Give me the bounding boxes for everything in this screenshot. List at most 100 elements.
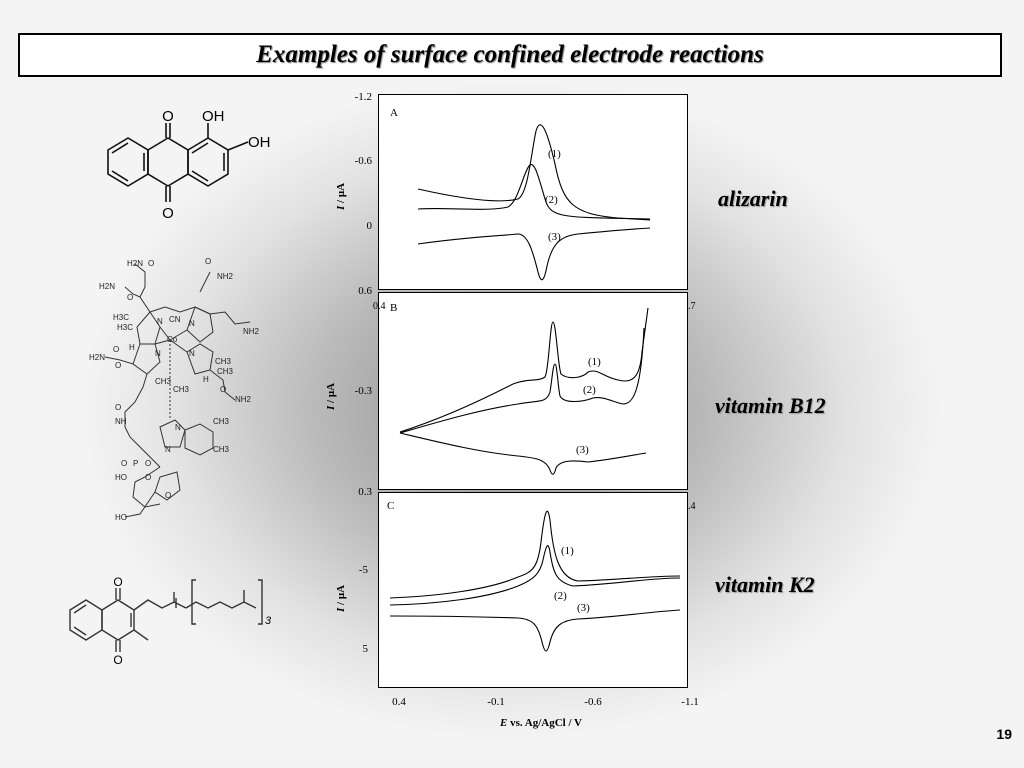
k2-subscript: 3 (265, 615, 272, 627)
b12-atom-17: N (189, 349, 195, 358)
b12-atom-20: CH3 (215, 357, 232, 366)
b12-atom-32: O (121, 459, 127, 468)
c-ytick-1: -5 (359, 564, 369, 576)
curve-a-2-label: (2) (545, 194, 558, 206)
b12-atom-7: H3C (117, 323, 133, 332)
b12-atom-35: HO (115, 473, 127, 482)
curve-c-1-label: (1) (561, 545, 574, 557)
c-ylabel: I / μA (335, 585, 347, 613)
b12-atom-16: N (155, 349, 161, 358)
b12-atom-28: N (175, 423, 181, 432)
b12-atom-23: CH3 (173, 385, 190, 394)
curve-a-3-label: (3) (548, 231, 561, 243)
b12-atom-24: O (220, 385, 226, 394)
b12-atom-15: H2N (89, 353, 105, 362)
b12-atom-18: O (115, 361, 121, 370)
cv-panel-b-plot: B (1) (2) (3) (378, 292, 688, 490)
cv-panel-a-plot: A (1) (2) (3) (378, 94, 688, 290)
b12-atom-34: O (145, 459, 151, 468)
b-ylabel: I / μA (325, 383, 337, 411)
curve-b-2-label: (2) (583, 384, 596, 396)
cv-panel-a: A (1) (2) (3) (378, 94, 688, 290)
curve-b-2 (399, 327, 645, 434)
curve-b-1-label: (1) (588, 356, 601, 368)
b12-atom-33: P (133, 459, 138, 468)
cv-panel-c: C (1) (2) (3) (378, 492, 688, 688)
b12-atom-12: Co (167, 335, 178, 344)
b12-atom-0: H2N (127, 259, 143, 268)
xtick-1: 0.4 (392, 696, 406, 708)
xtick-4: -1.1 (681, 696, 698, 708)
a-ytick-4: 0.6 (358, 285, 372, 297)
a-ytick-3: 0 (367, 220, 373, 232)
curve-b-3-label: (3) (576, 444, 589, 456)
b12-atom-30: N (165, 445, 171, 454)
b12-atom-5: O (127, 293, 133, 302)
cv-panel-b: B (1) (2) (3) (378, 292, 688, 490)
b-ytick-1: -0.3 (355, 385, 373, 397)
label-vitamin-b12: vitamin B12 (715, 393, 826, 418)
cv-panel-c-plot: C (1) (2) (3) (378, 492, 688, 688)
b12-atom-3: NH2 (217, 272, 234, 281)
alizarin-oh-1: OH (202, 108, 225, 125)
b12-atom-10: N (189, 319, 195, 328)
b12-atom-4: H2N (99, 282, 115, 291)
b12-atom-8: N (157, 317, 163, 326)
alizarin-structure: O OH OH O (107, 108, 271, 222)
xlabel: E vs. Ag/AgCl / V (499, 717, 582, 729)
curve-c-2 (389, 545, 681, 606)
b12-atom-9: CN (169, 315, 181, 324)
panel-a-letter: A (390, 107, 398, 119)
b-ytick-2: 0.3 (358, 486, 372, 498)
curve-b-1 (399, 307, 649, 433)
b12-atom-2: O (205, 257, 211, 266)
a-ytick-2: -0.6 (355, 155, 373, 167)
b12-atom-27: NH (115, 417, 127, 426)
xtick-2: -0.1 (487, 696, 504, 708)
b12-atom-26: O (115, 403, 121, 412)
k2-o-bottom: O (113, 653, 122, 667)
alizarin-o-bottom: O (162, 205, 174, 222)
b12-atom-22: CH3 (217, 367, 234, 376)
a-xtick-right-partial: .7 (688, 301, 696, 312)
b12-atom-11: NH2 (243, 327, 260, 336)
label-vitamin-k2: vitamin K2 (715, 572, 815, 597)
label-alizarin: alizarin (718, 186, 788, 211)
b12-atom-19: CH3 (155, 377, 172, 386)
b12-atom-31: CH3 (213, 445, 230, 454)
b12-atom-21: H (203, 375, 209, 384)
slide-title-box: Examples of surface confined electrode r… (18, 33, 1002, 77)
b12-atom-38: HO (115, 513, 127, 522)
curve-a-2 (417, 163, 651, 220)
a-ytick-1: -1.2 (355, 91, 372, 103)
b12-atom-1: O (148, 259, 154, 268)
curve-c-2-label: (2) (554, 590, 567, 602)
panel-c-letter: C (387, 500, 394, 512)
slide-title: Examples of surface confined electrode r… (256, 41, 764, 68)
b12-atom-29: CH3 (213, 417, 230, 426)
b12-atom-37: O (165, 491, 171, 500)
curve-c-3-label: (3) (577, 602, 590, 614)
curve-a-1 (417, 124, 651, 221)
curve-c-1 (389, 510, 681, 599)
panel-b-letter: B (390, 302, 397, 314)
c-ytick-2: 5 (363, 643, 369, 655)
a-ylabel: I / μA (335, 183, 347, 211)
alizarin-oh-2: OH (248, 134, 271, 151)
xtick-3: -0.6 (584, 696, 602, 708)
curve-a-3 (417, 227, 651, 281)
b12-atom-13: O (113, 345, 119, 354)
k2-o-top: O (113, 575, 122, 589)
curve-c-3 (389, 609, 681, 652)
b12-atom-36: O (145, 473, 151, 482)
alizarin-o-top: O (162, 108, 174, 125)
b12-atom-6: H3C (113, 313, 129, 322)
b12-atom-14: H (129, 343, 135, 352)
vitamin-b12-structure: H2N O O NH2 H2N O H3C H3C N CN N NH2 Co … (89, 257, 260, 522)
curve-b-3 (399, 432, 647, 475)
b-xtick-right-partial: .4 (688, 501, 696, 512)
b12-atom-25: NH2 (235, 395, 252, 404)
slide-number: 19 (996, 726, 1012, 742)
curve-a-1-label: (1) (548, 148, 561, 160)
vitamin-k2-structure: O O 3 (69, 575, 272, 667)
